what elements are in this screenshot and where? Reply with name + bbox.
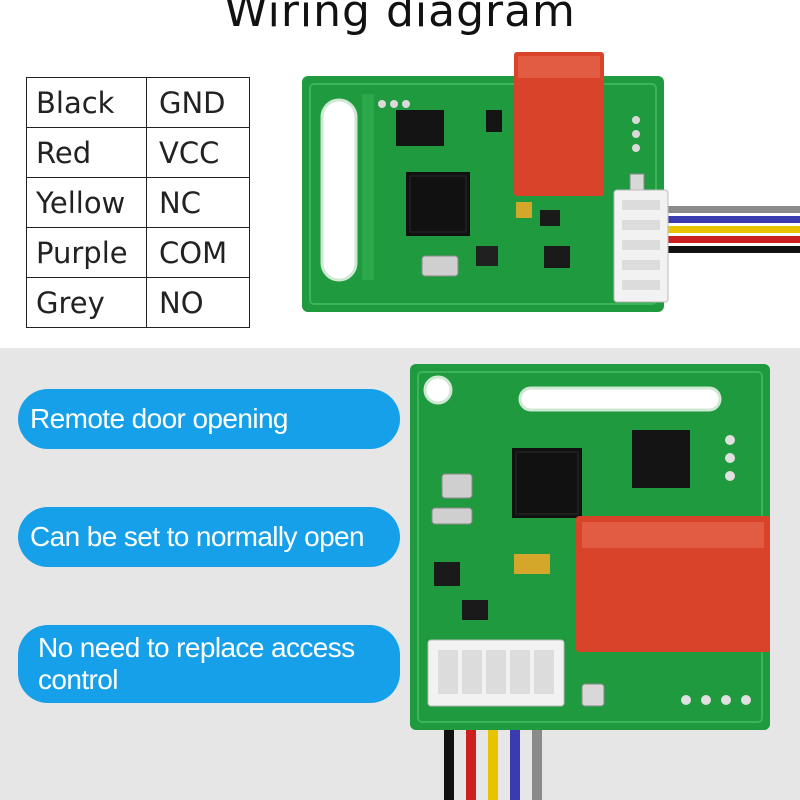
mounting-hole [423,375,453,405]
top-section: Wiring diagram Black GND Red VCC Yellow … [0,0,800,348]
feature-pill-normally-open: Can be set to normally open [18,507,400,567]
relay [514,52,604,196]
table-row: Purple COM [26,227,250,278]
wire-bundle [444,698,542,800]
mcu-chip [512,448,582,518]
ic-chip [396,110,444,146]
wire-color-cell: Black [26,77,147,128]
antenna-slot [518,386,722,412]
signal-cell: GND [146,77,250,128]
table-row: Red VCC [26,127,250,178]
push-button [581,683,605,707]
feature-pill-remote-opening: Remote door opening [18,389,400,449]
wire-bundle [656,206,800,253]
pcb-photo-bottom [410,364,770,800]
signal-cell: NC [146,177,250,228]
signal-cell: VCC [146,127,250,178]
relay [576,516,770,652]
pcb-photo-top [302,52,800,312]
table-row: Grey NO [26,277,250,328]
signal-cell: NO [146,277,250,328]
antenna-slot [320,98,358,282]
table-row: Black GND [26,77,250,128]
wire-color-cell: Grey [26,277,147,328]
wire-color-cell: Red [26,127,147,178]
wire-color-cell: Yellow [26,177,147,228]
signal-cell: COM [146,227,250,278]
feature-pill-no-replace: No need to replace access control [18,625,400,703]
mcu-chip [406,172,470,236]
wire-color-cell: Purple [26,227,147,278]
wiring-table: Black GND Red VCC Yellow NC Purple COM G… [26,77,250,328]
table-row: Yellow NC [26,177,250,228]
ic-chip [632,430,690,488]
bottom-section [0,348,800,800]
page-title: Wiring diagram [224,0,576,37]
